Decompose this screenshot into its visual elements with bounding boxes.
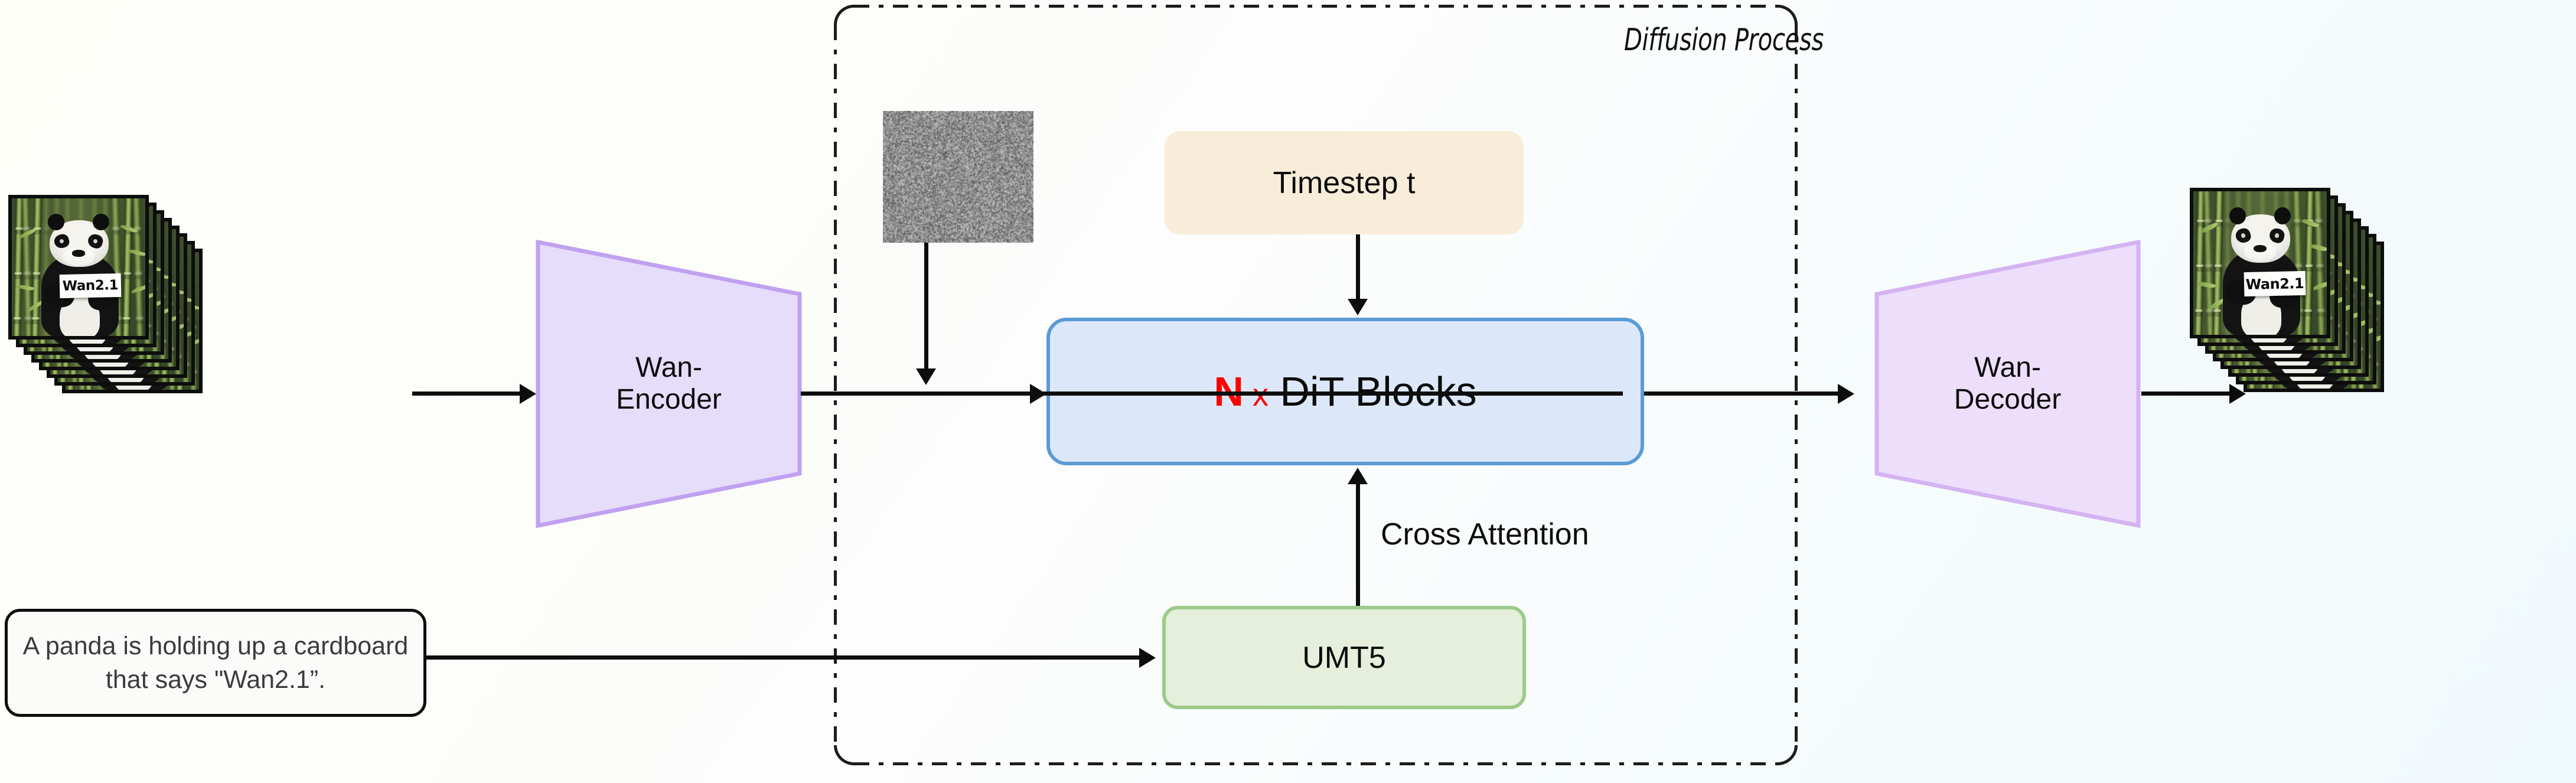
wan-decoder-block[interactable]: Wan- Decoder bbox=[1873, 239, 2142, 529]
timestep-block[interactable]: Timestep t bbox=[1165, 131, 1524, 234]
umt5-text-encoder-block[interactable]: UMT5 bbox=[1162, 606, 1526, 709]
arrow-umt5-to-dit bbox=[1356, 484, 1360, 606]
group-corner-top-right bbox=[1778, 5, 1798, 25]
bamboo-stalk bbox=[2194, 191, 2205, 335]
panda-sign: Wan2.1 bbox=[2244, 270, 2306, 297]
group-corner-bottom-left bbox=[834, 745, 854, 765]
noise-canvas bbox=[883, 111, 1033, 243]
panda-nose bbox=[2253, 245, 2267, 253]
panda-ear-left bbox=[48, 213, 65, 230]
arrowhead-decoder-to-frames bbox=[2229, 384, 2246, 404]
panda-sign: Wan2.1 bbox=[59, 273, 122, 298]
decoder-label-line1: Wan- bbox=[1974, 352, 2041, 384]
group-corner-top-left bbox=[834, 5, 854, 25]
bamboo-stalk bbox=[31, 198, 42, 336]
group-corner-bottom-right bbox=[1778, 745, 1798, 765]
panda-nose bbox=[71, 250, 86, 257]
wan-encoder-block[interactable]: Wan- Encoder bbox=[534, 239, 803, 529]
bamboo-stalk bbox=[132, 198, 144, 336]
bamboo-stalk-background bbox=[44, 198, 50, 336]
arrowhead-dit-to-decoder bbox=[1838, 384, 1854, 404]
decoder-label: Wan- Decoder bbox=[1954, 352, 2061, 416]
arrow-dit-to-decoder bbox=[1644, 392, 1839, 396]
bamboo-stalk bbox=[22, 198, 33, 336]
cross-attention-label: Cross Attention bbox=[1381, 517, 1589, 552]
bamboo-stalk-background bbox=[2225, 191, 2231, 335]
decoder-label-line2: Decoder bbox=[1954, 384, 2062, 415]
arrowhead-umt5-to-dit bbox=[1348, 468, 1368, 484]
bamboo-stalk bbox=[2314, 191, 2326, 335]
encoder-label-line1: Wan- bbox=[635, 352, 702, 384]
arrow-encoder-to-dit bbox=[801, 392, 1623, 396]
decoder-shape bbox=[1874, 239, 2141, 528]
bamboo-stalk bbox=[2203, 191, 2215, 335]
panda-illustration: Wan2.1 bbox=[12, 198, 145, 336]
arrow-decoder-to-frames bbox=[2141, 392, 2231, 396]
output-video-frames: Wan2.1Wan2.1Wan2.1Wan2.1Wan2.1Wan2.1Wan2… bbox=[2190, 188, 2385, 400]
encoder-label-line2: Encoder bbox=[616, 384, 722, 415]
encoder-shape bbox=[536, 239, 802, 528]
arrowhead-encoder-to-dit bbox=[1030, 384, 1046, 404]
arrow-timestep-to-dit bbox=[1356, 234, 1360, 302]
panda-ear-right bbox=[2274, 207, 2291, 224]
arrow-prompt-to-umt5 bbox=[426, 655, 1141, 660]
encoder-label: Wan- Encoder bbox=[616, 352, 722, 416]
noise-latent-patch bbox=[883, 111, 1033, 243]
panda-ear-left bbox=[2229, 207, 2246, 224]
video-frame: Wan2.1 bbox=[2190, 188, 2330, 338]
diffusion-process-label: Diffusion Process bbox=[1624, 22, 1824, 58]
panda-ear-right bbox=[92, 213, 109, 230]
arrow-frames-to-encoder bbox=[412, 392, 521, 396]
arrowhead-frames-to-encoder bbox=[520, 384, 536, 404]
video-frame: Wan2.1 bbox=[8, 195, 149, 340]
bamboo-stalk bbox=[122, 198, 133, 336]
arrowhead-prompt-to-umt5 bbox=[1139, 648, 1156, 668]
timestep-label: Timestep t bbox=[1273, 165, 1416, 200]
arrowhead-noise-to-latent bbox=[916, 368, 936, 385]
arrow-noise-to-latent bbox=[924, 243, 928, 370]
bamboo-stalk bbox=[12, 198, 23, 336]
umt5-label: UMT5 bbox=[1302, 640, 1386, 675]
input-video-frames: Wan2.1Wan2.1Wan2.1Wan2.1Wan2.1Wan2.1Wan2… bbox=[8, 195, 203, 399]
bamboo-stalk bbox=[2213, 191, 2223, 335]
arrowhead-timestep-to-dit bbox=[1348, 299, 1368, 315]
prompt-text-box[interactable]: A panda is holding up a cardboard that s… bbox=[5, 609, 426, 717]
bamboo-stalk bbox=[2304, 191, 2314, 335]
panda-illustration: Wan2.1 bbox=[2193, 191, 2327, 335]
